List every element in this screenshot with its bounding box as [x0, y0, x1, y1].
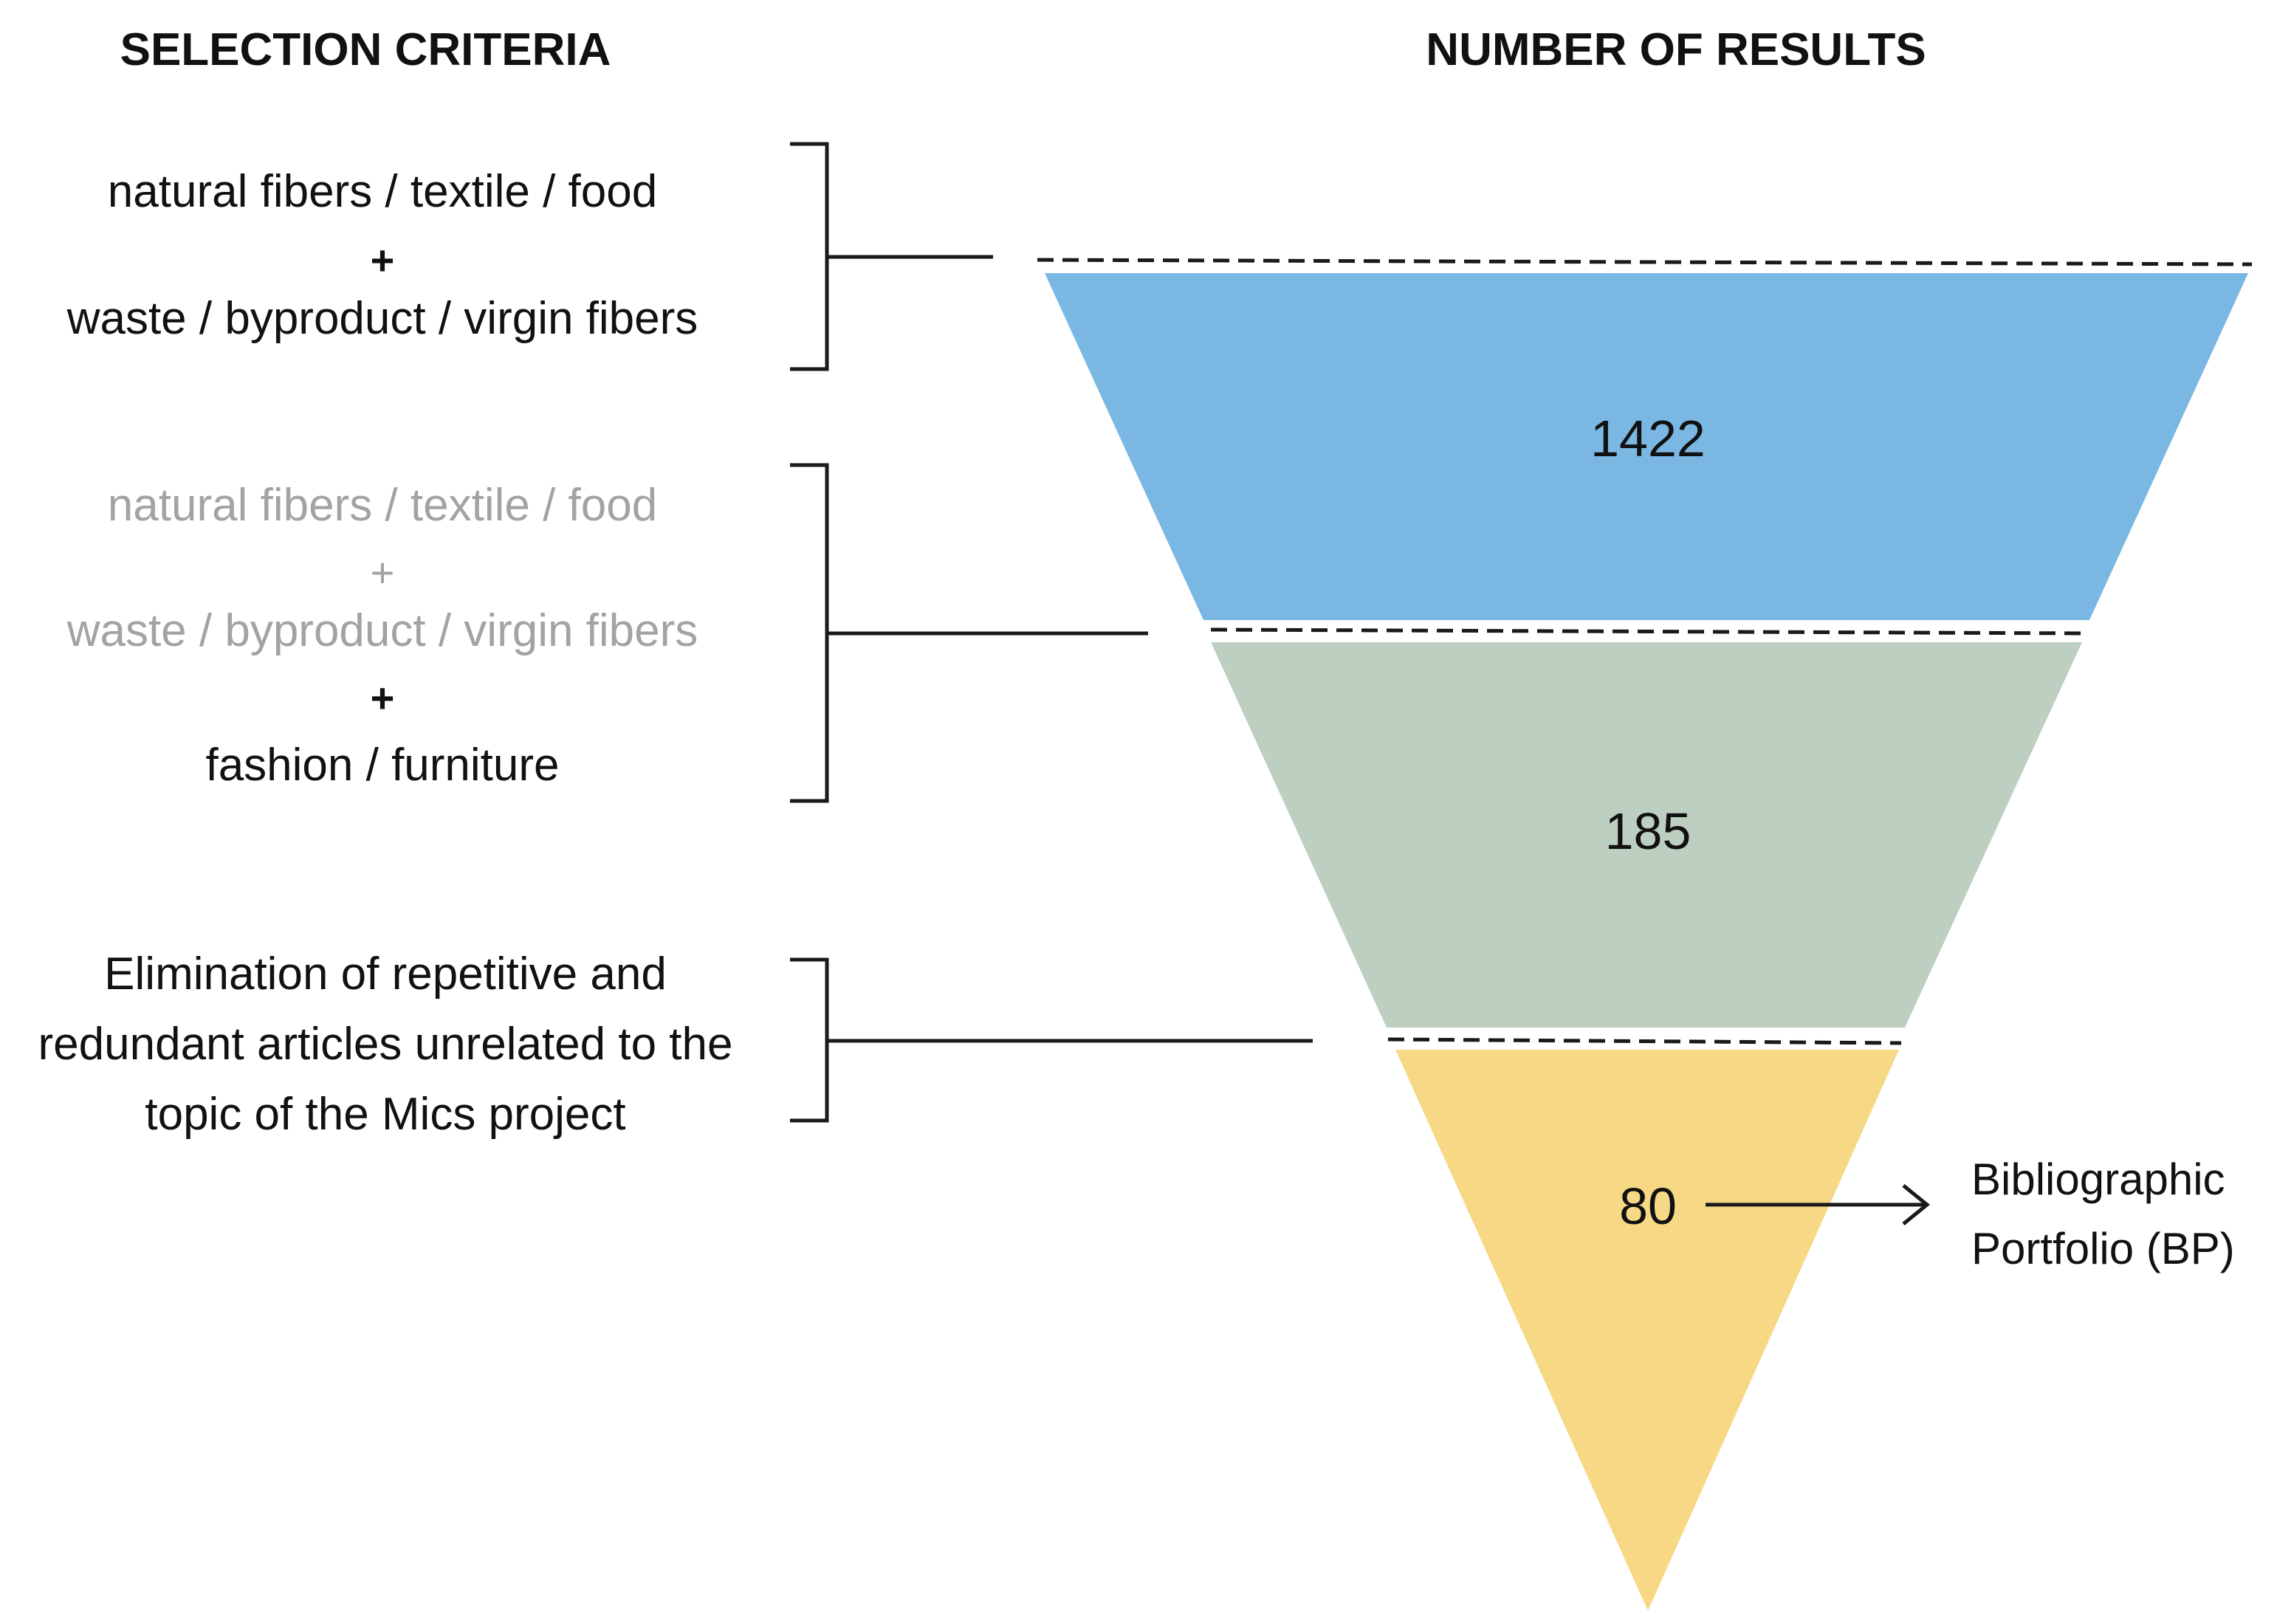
criteria-3-line-2: redundant articles unrelated to the	[38, 1019, 733, 1070]
divider-line-top	[1037, 258, 2253, 266]
criteria-2-line-1: natural fibers / textile / food	[108, 480, 657, 531]
criteria-3-line-3: topic of the Mics project	[145, 1089, 625, 1140]
number-of-results-header: NUMBER OF RESULTS	[1426, 24, 1926, 75]
criteria-1-line-1: natural fibers / textile / food	[108, 166, 657, 217]
criteria-block-2: natural fibers / textile / food + waste …	[66, 463, 1148, 803]
funnel-segment-185	[1211, 642, 2082, 1028]
result-value-1422: 1422	[1590, 410, 1706, 467]
criteria-1-bracket	[790, 142, 829, 371]
funnel-segment-1422	[1045, 273, 2248, 620]
divider-line-bottom	[1387, 1037, 1902, 1045]
criteria-2-bracket	[790, 463, 829, 803]
criteria-2-plus-muted: +	[371, 549, 395, 596]
selection-criteria-header: SELECTION CRITERIA	[120, 24, 611, 75]
criteria-block-1: natural fibers / textile / food + waste …	[66, 142, 993, 371]
criteria-block-3: Elimination of repetitive and redundant …	[38, 949, 1313, 1140]
criteria-2-line-3: fashion / furniture	[205, 740, 559, 791]
criteria-2-line-2: waste / byproduct / virgin fibers	[66, 605, 698, 656]
criteria-2-plus: +	[371, 675, 395, 721]
criteria-1-plus: +	[371, 237, 395, 283]
criteria-3-line-1: Elimination of repetitive and	[104, 949, 667, 999]
result-value-185: 185	[1605, 802, 1692, 860]
arrow-icon	[1706, 1184, 1930, 1225]
funnel-segment-80	[1395, 1050, 1899, 1611]
bibliographic-portfolio-label-line-1: Bibliographic	[1971, 1155, 2225, 1204]
result-value-80: 80	[1619, 1177, 1677, 1235]
divider-line-middle	[1210, 627, 2090, 636]
bibliographic-portfolio-label-line-2: Portfolio (BP)	[1971, 1224, 2235, 1273]
criteria-1-line-2: waste / byproduct / virgin fibers	[66, 293, 698, 344]
criteria-3-bracket	[790, 957, 829, 1123]
